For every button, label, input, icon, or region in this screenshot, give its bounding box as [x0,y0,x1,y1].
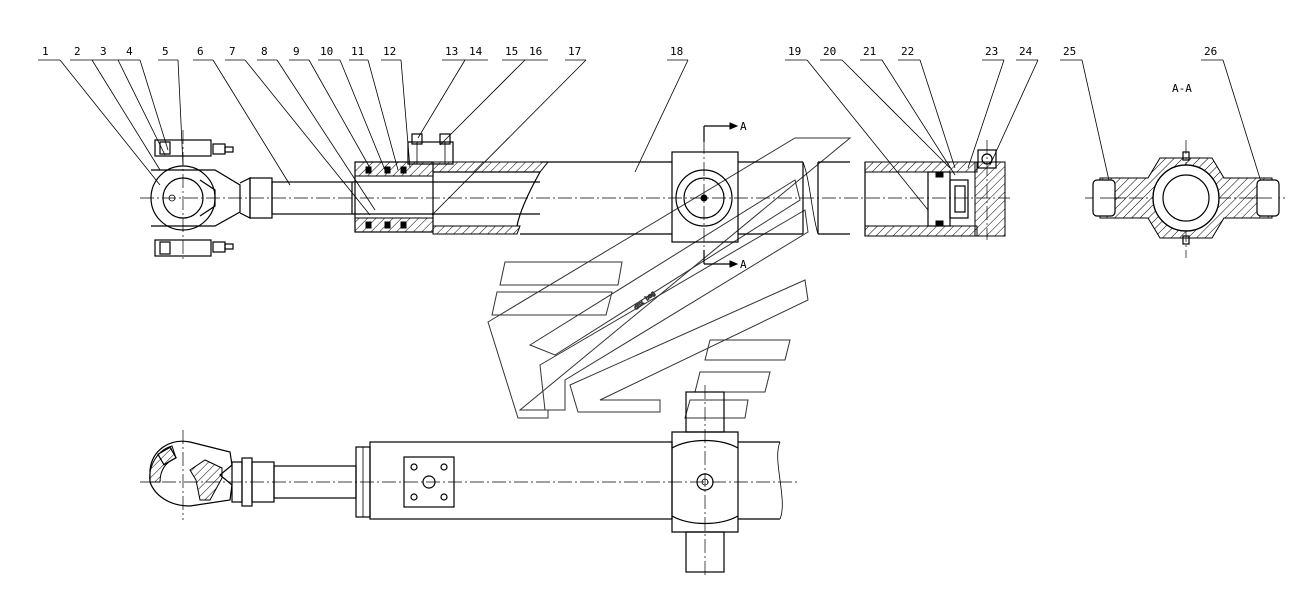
part-label-3: 3 [100,45,107,58]
part-label-1: 1 [42,45,49,58]
part-label-7: 7 [229,45,236,58]
part-label-8: 8 [261,45,268,58]
part-label-2: 2 [74,45,81,58]
part-label-19: 19 [788,45,801,58]
part-label-24: 24 [1019,45,1033,58]
part-label-4: 4 [126,45,133,58]
part-label-20: 20 [823,45,836,58]
part-label-22: 22 [901,45,914,58]
part-label-13: 13 [445,45,458,58]
section-a-a-view: A-A [1085,82,1285,258]
cap-end [864,140,1006,240]
section-markers: A A [703,120,747,271]
part-label-26: 26 [1204,45,1217,58]
part-label-18: 18 [670,45,683,58]
section-view-title: A-A [1172,82,1192,95]
part-label-16: 16 [529,45,542,58]
part-label-17: 17 [568,45,581,58]
piston-rod [249,177,540,219]
part-number-labels: 1 2 3 4 5 6 7 8 9 10 11 12 13 14 15 16 1… [42,45,1217,58]
cylinder-barrel [432,161,850,235]
part-label-23: 23 [985,45,998,58]
top-view: A A [140,120,1010,271]
part-label-12: 12 [383,45,396,58]
part-label-25: 25 [1063,45,1076,58]
trunnion-block [671,140,739,262]
bottom-barrel [369,441,783,520]
part-label-11: 11 [351,45,364,58]
part-label-15: 15 [505,45,518,58]
section-letter-top: A [740,120,747,133]
part-label-10: 10 [320,45,333,58]
gland-head [354,133,454,233]
part-label-14: 14 [469,45,483,58]
part-label-9: 9 [293,45,300,58]
part-label-21: 21 [863,45,876,58]
watermark-logo: dbx bag [487,137,852,419]
section-letter-bottom: A [740,258,747,271]
part-label-5: 5 [162,45,169,58]
clevis-end [150,130,251,262]
bottom-view [140,385,800,578]
leader-lines [59,59,1263,216]
part-label-6: 6 [197,45,204,58]
bottom-clevis [149,430,253,520]
bottom-trunnion [671,385,739,578]
